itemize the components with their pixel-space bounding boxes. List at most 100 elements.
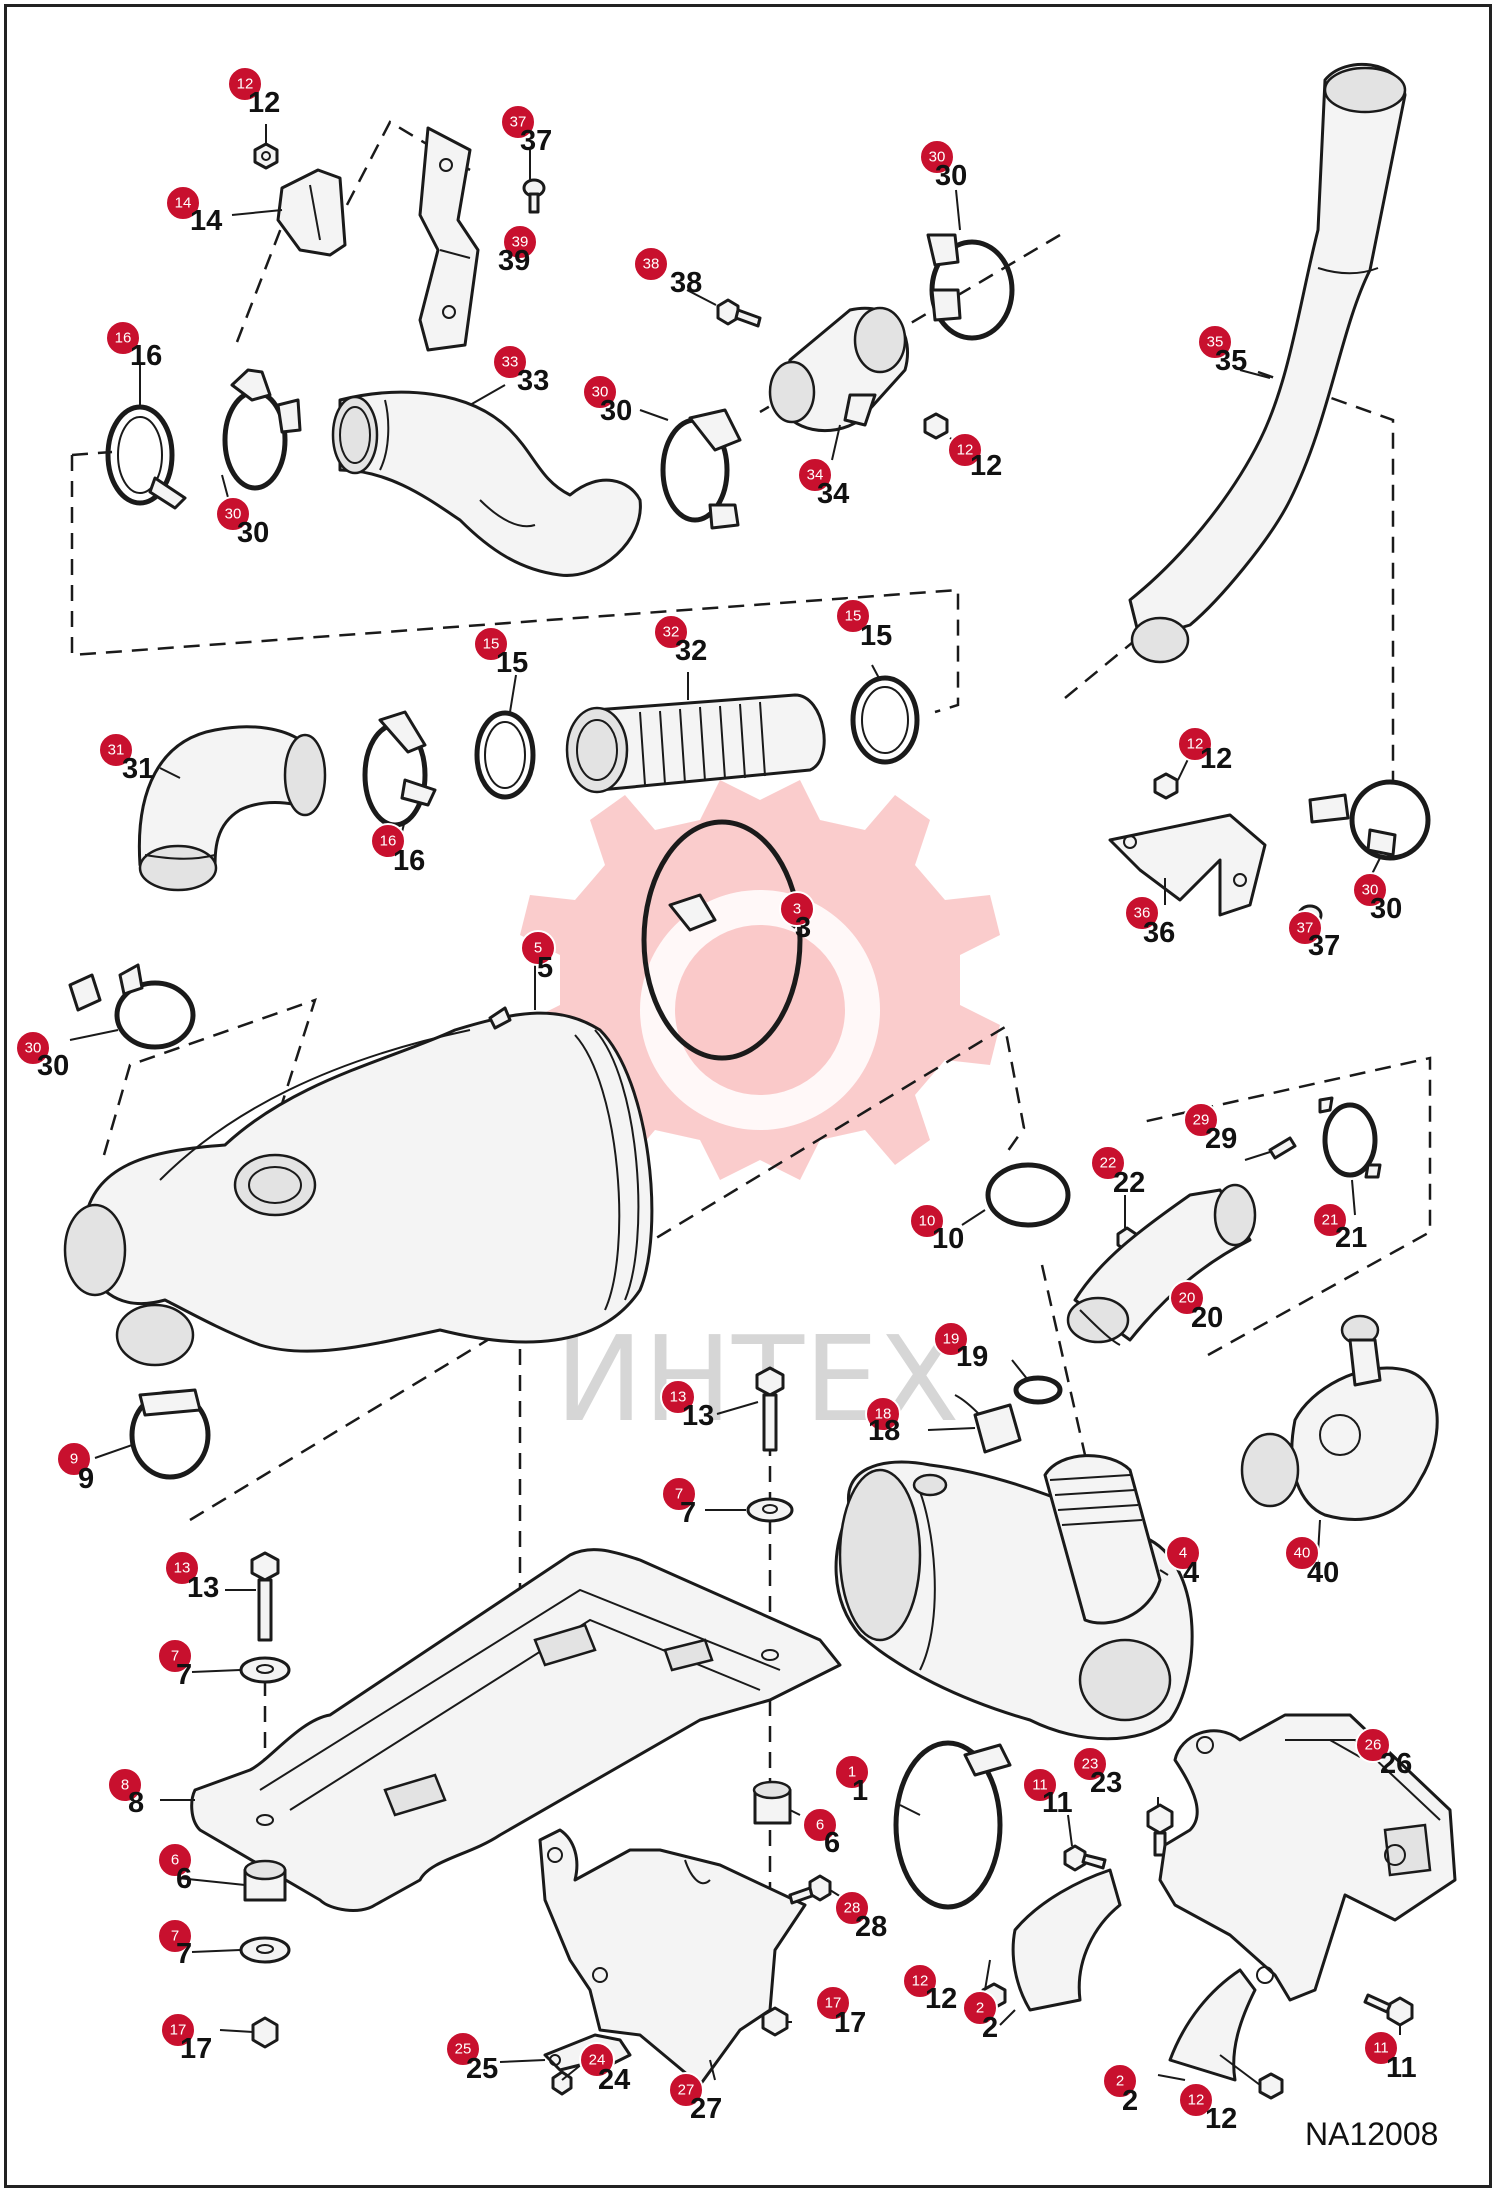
callout-badge-12: 12: [227, 66, 263, 102]
clamp-16-top: [105, 404, 187, 510]
svg-text:17: 17: [170, 2022, 187, 2039]
callout-badge-17: 17: [815, 1985, 851, 2021]
part-number-4: 4: [1183, 1557, 1199, 1589]
nut-12-top-left: [253, 142, 279, 170]
callout-badge-6: 6: [157, 1842, 193, 1878]
part-number-7: 7: [680, 1497, 696, 1529]
callout-badge-18: 18: [865, 1396, 901, 1432]
svg-text:30: 30: [1362, 882, 1379, 899]
svg-text:37: 37: [1297, 920, 1314, 937]
callout-badge-7: 7: [157, 1918, 193, 1954]
washer-7-left-top: [239, 1656, 291, 1684]
svg-text:33: 33: [502, 354, 519, 371]
part-number-2: 2: [1122, 2085, 1138, 2117]
gasket-15-left: [474, 710, 536, 800]
svg-text:30: 30: [929, 149, 946, 166]
svg-text:24: 24: [589, 2052, 606, 2069]
part-number-16: 16: [130, 340, 162, 372]
svg-text:14: 14: [175, 195, 192, 212]
svg-text:12: 12: [912, 1973, 929, 1990]
part-number-18: 18: [868, 1415, 900, 1447]
svg-text:13: 13: [174, 1560, 191, 1577]
callout-badge-10: 10: [909, 1203, 945, 1239]
callout-badge-12: 12: [902, 1963, 938, 1999]
svg-text:15: 15: [845, 608, 862, 625]
band-clamp-1: [893, 1740, 1012, 1910]
v-clamp-30-top-right: [926, 233, 1015, 341]
part-number-17: 17: [180, 2033, 212, 2065]
part-number-36: 36: [1143, 917, 1175, 949]
callout-badge-35: 35: [1197, 324, 1233, 360]
part-number-16: 16: [393, 845, 425, 877]
v-clamp-30-lower-left: [68, 963, 196, 1050]
callout-badge-30: 30: [582, 374, 618, 410]
callout-badge-37: 37: [1287, 910, 1323, 946]
svg-text:6: 6: [816, 1817, 824, 1834]
part-number-11: 11: [1386, 2052, 1417, 2084]
callout-badge-9: 9: [56, 1441, 92, 1477]
callout-badge-5: 5: [520, 930, 556, 966]
svg-text:12: 12: [1187, 736, 1204, 753]
callout-badge-13: 13: [164, 1550, 200, 1586]
callout-badge-31: 31: [98, 732, 134, 768]
part-number-27: 27: [690, 2093, 722, 2125]
part-number-7: 7: [176, 1659, 192, 1691]
tailpipe-35: [1128, 62, 1407, 664]
svg-text:22: 22: [1100, 1155, 1117, 1172]
svg-text:36: 36: [1134, 905, 1151, 922]
part-number-29: 29: [1205, 1123, 1237, 1155]
part-number-12: 12: [248, 87, 280, 119]
part-number-31: 31: [122, 753, 154, 785]
callout-badge-36: 36: [1124, 895, 1160, 931]
part-number-30: 30: [600, 395, 632, 427]
part-number-40: 40: [1307, 1557, 1339, 1589]
callout-badge-2: 2: [962, 1990, 998, 2026]
svg-text:39: 39: [512, 234, 529, 251]
svg-text:25: 25: [455, 2041, 472, 2058]
callout-badge-7: 7: [157, 1638, 193, 1674]
callout-badge-20: 20: [1169, 1280, 1205, 1316]
part-number-12: 12: [925, 1983, 957, 2015]
callout-badge-39: 39: [502, 224, 538, 260]
svg-text:32: 32: [663, 624, 680, 641]
callout-badge-11: 11: [1022, 1767, 1058, 1803]
part-number-6: 6: [176, 1863, 192, 1895]
part-number-39: 39: [498, 245, 530, 277]
callout-badge-15: 15: [835, 598, 871, 634]
callout-badge-12: 12: [947, 432, 983, 468]
isolator-6-middle: [752, 1780, 792, 1825]
part-number-8: 8: [128, 1787, 144, 1819]
isolator-6-left: [243, 1859, 287, 1902]
bolt-38: [716, 298, 762, 328]
svg-text:30: 30: [225, 506, 242, 523]
callout-badge-27: 27: [668, 2072, 704, 2108]
svg-text:6: 6: [171, 1852, 179, 1869]
part-number-30: 30: [37, 1050, 69, 1082]
nut-12-lower-right: [1258, 2072, 1284, 2100]
oring-19: [1013, 1375, 1063, 1405]
part-number-37: 37: [520, 125, 552, 157]
callout-badge-30: 30: [15, 1030, 51, 1066]
callout-badge-21: 21: [1312, 1202, 1348, 1238]
nut-17-middle: [761, 2006, 789, 2037]
bracket-39: [418, 126, 480, 352]
svg-text:30: 30: [25, 1040, 42, 1057]
svg-text:26: 26: [1365, 1737, 1382, 1754]
part-number-12: 12: [1200, 743, 1232, 775]
heat-shield-8: [190, 1548, 842, 1912]
turbo-40: [1240, 1314, 1439, 1521]
part-number-15: 15: [860, 620, 892, 652]
svg-text:31: 31: [108, 742, 125, 759]
gasket-21: [1318, 1096, 1382, 1179]
part-number-5: 5: [537, 952, 553, 984]
callout-badge-6: 6: [802, 1807, 838, 1843]
svg-text:12: 12: [237, 76, 254, 93]
band-clamp-3: [641, 819, 803, 1061]
svg-text:27: 27: [678, 2082, 695, 2099]
gasket-15-right: [850, 675, 920, 765]
callout-badge-37: 37: [500, 104, 536, 140]
v-clamp-30-right: [1308, 779, 1431, 861]
svg-text:1: 1: [848, 1764, 856, 1781]
part-number-12: 12: [970, 450, 1002, 482]
svg-text:18: 18: [875, 1406, 892, 1423]
